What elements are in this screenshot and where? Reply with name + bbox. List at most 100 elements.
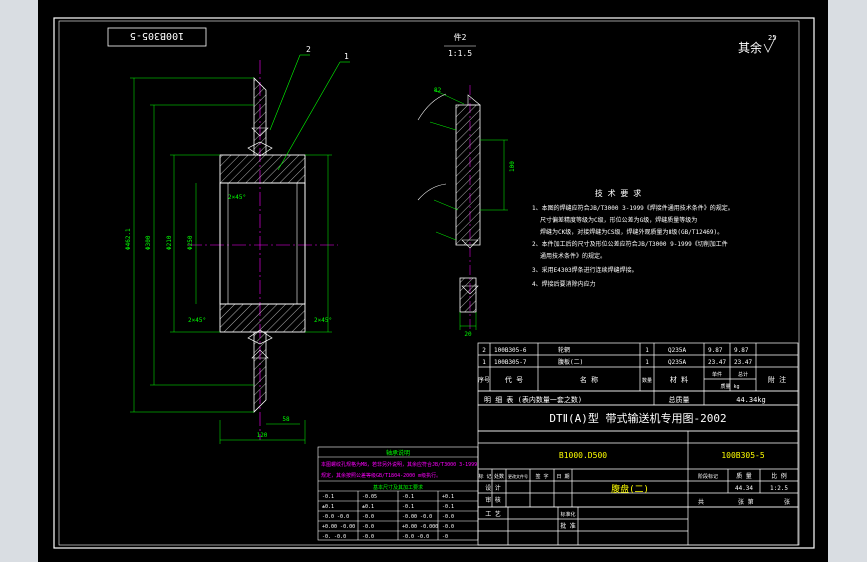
note-line: 规定，其余按照公差等级GB/T1804-2000 m级执行。 [321, 472, 441, 479]
series-title: DTⅡ(A)型 带式输送机专用图-2002 [549, 411, 726, 425]
detail-bar-label: 明 细 表 (表内数量一套之数) [484, 395, 582, 404]
bom-cell: Q235A [668, 359, 686, 366]
note-line: 本图螺纹孔规格为M8，若非另外说明，其余应符合JB/T3000 3-1999 [321, 461, 477, 468]
note-table-cell: -0.1 [402, 504, 414, 510]
dim-width: Φ250 [187, 235, 194, 250]
mass-value: 44.34 [735, 485, 753, 492]
sheet-label: 共 [698, 498, 704, 506]
bom-header: 代 号 [505, 375, 523, 384]
role-label: 标准化 [560, 511, 575, 518]
bom-header: 附 注 [768, 375, 786, 384]
bom-cell: 100B305-7 [494, 359, 527, 366]
requirement-line: 尺寸偏差精度等级为C级，形位公差为G级，焊缝质量等级为 [540, 216, 697, 224]
dim-outer: Φ462.1 [125, 228, 132, 250]
detail-bar-total-value: 44.34kg [736, 396, 766, 404]
mass-label: 质 量 [736, 472, 752, 480]
sheet-inner-border [58, 20, 800, 546]
requirement-line: 4、焊接后要消除内应力 [532, 280, 596, 288]
note-table-cell: +0.00 -0.000 [402, 524, 438, 530]
drawing-no: 100B305-5 [721, 451, 765, 460]
note-table-cell: -0.0 [362, 524, 374, 530]
requirement-line: 通用技术条件》的规定。 [540, 252, 606, 260]
sign-label: 更改文件号 [508, 473, 528, 479]
dim-bore: Φ210 [166, 235, 173, 250]
note-table-header: 基本尺寸及其加工要求 [373, 484, 423, 491]
note-table: -0.1 -0.05 -0.1+0.1 ±0.1 ±0.1 -0.1 -0.1-… [322, 494, 454, 540]
code-top-text: 100B305-5 [130, 30, 184, 41]
note-table-cell: -0.0 -0.0 [322, 514, 349, 520]
part-ref-value: 1:1.5 [448, 49, 472, 58]
sheet-of-label: 张 第 [738, 498, 754, 506]
bom-cell: 1 [645, 359, 649, 366]
note-table-cell: -0.05 [362, 494, 377, 500]
bom-cell: 轮辋 [558, 346, 570, 354]
detail-view [417, 45, 508, 330]
roughness-note: 其余 [738, 40, 762, 55]
bom-cell: 2 [482, 347, 486, 354]
sign-label: 日 期 [556, 474, 569, 480]
scale-label: 比 例 [771, 472, 787, 480]
code-box [107, 27, 207, 47]
requirements-title: 技 术 要 求 [595, 188, 641, 198]
bom-cell: 100B305-6 [494, 347, 527, 354]
bom-mass-unit: 质量 kg [720, 383, 739, 390]
note-table-cell: -0.0 [442, 514, 454, 520]
note-table-cell: -0.0 [442, 524, 454, 530]
note-table-cell: -0.1 [402, 494, 414, 500]
parts-table [477, 342, 799, 546]
bom-cell: 23.47 [708, 359, 726, 366]
requirement-line: 3、采用E4303焊条进行连续焊缝焊接。 [532, 266, 638, 274]
drawing-sheet: 100B305-5 其余 25 [38, 0, 828, 562]
note-table-cell: ±0.1 [322, 504, 334, 510]
note-table-cell: -0.0 -0.0 [402, 534, 429, 540]
note-table-cell: -0.1 [322, 494, 334, 500]
dim-bottom-1: 120 [257, 432, 268, 439]
leader-1: 1 [344, 52, 349, 61]
bom-header: 数量 [642, 377, 652, 384]
role-label: 设 计 [485, 484, 501, 492]
part-name: 腹盘(二) [611, 483, 649, 495]
dim-chamfer-b: 2×45° [188, 317, 206, 324]
dim-chamfer-a: 2×45° [228, 194, 246, 201]
sign-label: 处数 [494, 473, 504, 480]
role-label: 审 核 [485, 496, 501, 504]
roughness-value: 25 [768, 34, 776, 42]
roughness-symbol [763, 35, 777, 53]
dim-chamfer-c: 2×45° [314, 317, 332, 324]
requirement-line: 2、本件加工后的尺寸及形位公差应符合JB/T3000 9-1999《切削加工件 [532, 240, 728, 248]
bom-header: 总计 [738, 371, 748, 378]
note-table-cell: -0. -0.0 [322, 534, 346, 540]
note-table-cell: ±0.1 [362, 504, 374, 510]
part-ref-label: 件2 [454, 32, 467, 42]
note-table-cell: +0.00 -0.00 [322, 524, 355, 530]
note-box [317, 446, 479, 541]
bom-header: 材 料 [670, 375, 688, 384]
note-table-cell: -0.0 [362, 534, 374, 540]
phase-label: 阶段标记 [698, 473, 718, 480]
note-table-cell: -0.0 [362, 514, 374, 520]
dim-small-a: 82 [434, 87, 442, 94]
bom-cell: 1 [482, 359, 486, 366]
bom-header: 单件 [712, 371, 722, 378]
scale-value: 1:2.5 [770, 485, 788, 492]
bom-header: 序号 [478, 376, 490, 384]
note-table-cell: -0 [442, 534, 448, 540]
main-view [130, 54, 350, 444]
bom-cell: 9.87 [708, 347, 723, 354]
note-title: 轴承说明 [386, 449, 410, 457]
dim-small-b: 20 [464, 331, 472, 338]
sheet-border [53, 17, 815, 549]
tech-requirements: 技 术 要 求 1、本图的焊缝应符合JB/T3000 3-1999《焊接件通用技… [532, 188, 734, 288]
note-table-cell: -0.00 -0.0 [402, 514, 432, 520]
bom-cell: Q235A [668, 347, 686, 354]
bom-cell: 腹板(二) [558, 358, 583, 366]
dim-bottom-2: 58 [282, 416, 290, 423]
dim-mid: Φ300 [145, 235, 152, 250]
requirement-line: 1、本图的焊缝应符合JB/T3000 3-1999《焊接件通用技术条件》的规定。 [532, 204, 734, 212]
role-label: 工 艺 [485, 510, 501, 518]
bom-cell: 9.87 [734, 347, 749, 354]
bom-cell: 23.47 [734, 359, 752, 366]
dim-vert-right: 100 [509, 161, 516, 172]
spec-text: B1000.D500 [559, 451, 607, 460]
